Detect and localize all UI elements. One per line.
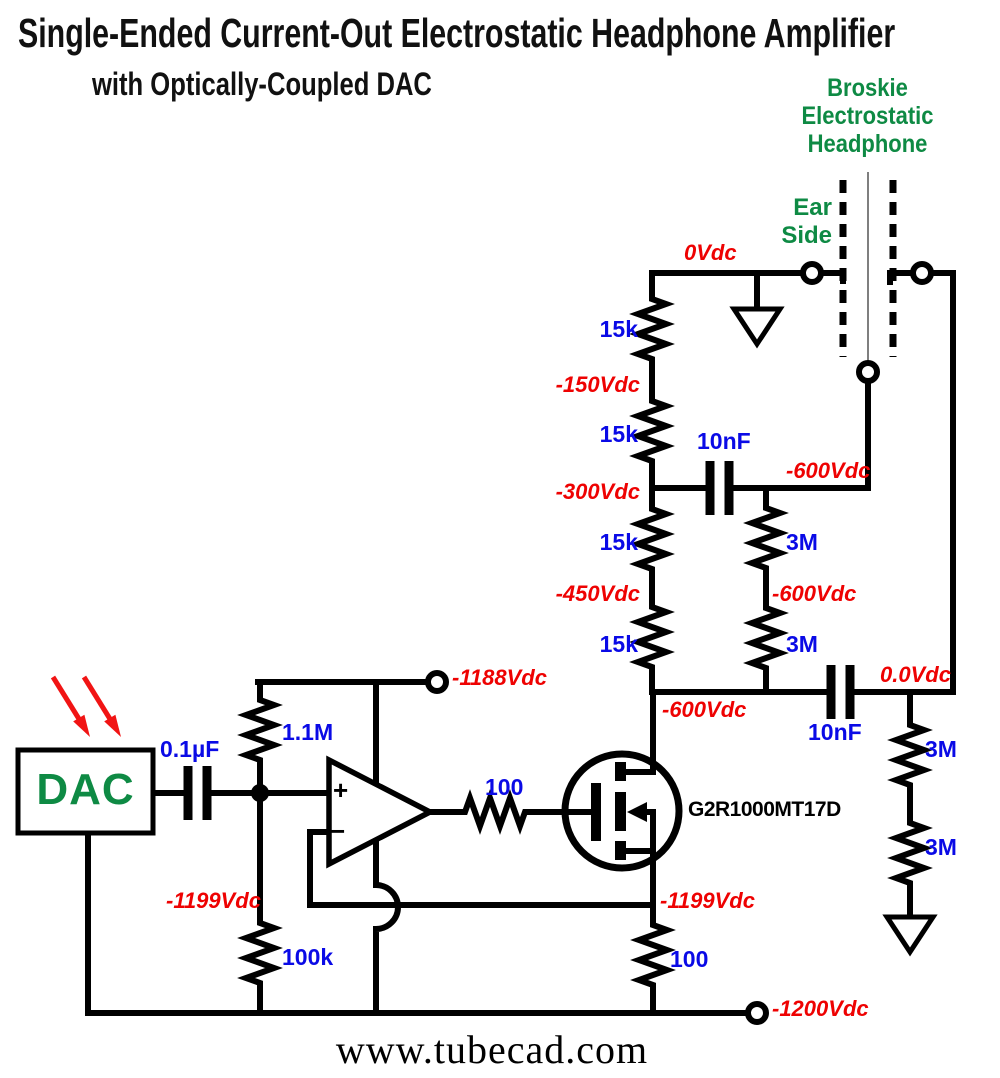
cap-01uf-input <box>183 766 212 820</box>
opamp-minus-input: − <box>330 816 346 846</box>
value-1m1: 1.1M <box>282 719 334 745</box>
ground-bottom <box>882 914 938 957</box>
page-title: Single-Ended Current-Out Electrostatic H… <box>18 10 896 56</box>
brand-line-3: Headphone <box>807 130 928 158</box>
light-arrow-2 <box>81 675 113 721</box>
dac-label: DAC <box>36 765 135 814</box>
mosfet-body-arrow <box>627 802 647 822</box>
value-15k-3: 15k <box>599 529 638 555</box>
dac-box <box>15 747 156 836</box>
terminals <box>425 261 934 1025</box>
light-arrow-1 <box>50 675 82 721</box>
wire-opamp-vminus-hop <box>373 841 401 1013</box>
resistor-15k-3 <box>638 506 666 576</box>
mosfet-symbol <box>561 692 683 905</box>
wire-right-stator <box>887 270 956 695</box>
ground-top <box>729 306 785 349</box>
wire-bottom-rail <box>85 830 749 1016</box>
voltage-0vdc: 0Vdc <box>684 240 737 265</box>
voltage-450vdc: -450Vdc <box>555 581 640 606</box>
mosfet-source-lead <box>626 809 656 905</box>
terminal-left-stator <box>800 261 824 285</box>
value-100-gate: 100 <box>485 774 524 800</box>
mosfet-channel-mid <box>615 792 626 831</box>
resistor-3m-load-2 <box>896 820 924 890</box>
voltage-600vdc-diaphragm: -600Vdc <box>786 458 871 483</box>
wire-0vdc-rail <box>649 270 846 299</box>
value-3m-bias-2: 3M <box>786 631 818 657</box>
terminal-1188v <box>425 670 449 694</box>
opamp-plus-input: + <box>333 775 349 805</box>
resistor-100-gate <box>462 798 532 826</box>
resistor-15k-1 <box>638 296 666 366</box>
resistor-3m-load-1 <box>896 722 924 792</box>
value-10nf-output: 10nF <box>808 719 862 745</box>
voltage-1199vdc-input: -1199Vdc <box>166 888 261 913</box>
resistor-15k-2 <box>638 398 666 468</box>
value-15k-4: 15k <box>599 631 638 657</box>
terminal-1200v <box>745 1001 769 1025</box>
value-15k-1: 15k <box>599 316 638 342</box>
value-3m-load-1: 3M <box>925 736 957 762</box>
resistors <box>246 296 924 992</box>
voltage-1188vdc: -1188Vdc <box>452 665 547 690</box>
headphone-brand-label: Broskie Electrostatic Headphone <box>782 74 954 158</box>
value-10nf-headphone: 10nF <box>697 428 751 454</box>
cap-10nf-headphone <box>705 461 734 515</box>
voltage-600vdc-mid: -600Vdc <box>772 581 857 606</box>
resistor-1m1 <box>246 697 274 767</box>
voltage-00vdc: 0.0Vdc <box>880 662 951 687</box>
terminal-diaphragm <box>856 360 880 384</box>
ear-side-line-1: Ear <box>793 194 832 221</box>
resistor-100k <box>246 920 274 990</box>
mosfet-gate-bar <box>591 783 601 841</box>
terminal-right-stator <box>910 261 934 285</box>
voltage-300vdc: -300Vdc <box>555 479 640 504</box>
wires <box>85 270 956 1016</box>
light-arrowhead-2 <box>104 714 121 737</box>
value-100-source: 100 <box>670 946 709 972</box>
mosfet-channel-bottom <box>615 841 626 860</box>
junction-dot <box>251 784 269 802</box>
voltage-1200vdc: -1200Vdc <box>772 996 869 1021</box>
ear-side-label: Ear Side <box>781 194 832 250</box>
optical-arrows <box>50 675 121 737</box>
mosfet-part-number: G2R1000MT17D <box>688 798 841 821</box>
voltage-1199vdc-source: -1199Vdc <box>660 888 755 913</box>
cap-10nf-output <box>826 665 855 719</box>
capacitors <box>183 461 855 820</box>
mosfet-channel-top <box>615 762 626 781</box>
value-3m-bias-1: 3M <box>786 529 818 555</box>
wire-feedback <box>307 829 655 908</box>
opamp-triangle <box>326 755 437 869</box>
resistor-15k-4 <box>638 604 666 674</box>
ground-symbols <box>729 306 938 957</box>
value-3m-load-2: 3M <box>925 834 957 860</box>
resistor-3m-bias-2 <box>752 605 780 675</box>
value-15k-2: 15k <box>599 421 638 447</box>
brand-line-2: Electrostatic <box>801 102 934 130</box>
website-url: www.tubecad.com <box>335 1027 649 1072</box>
resistor-100-source <box>639 922 667 992</box>
light-arrowhead-1 <box>73 714 90 737</box>
page-subtitle: with Optically-Coupled DAC <box>92 66 432 102</box>
voltage-600vdc-drain: -600Vdc <box>662 697 747 722</box>
brand-line-1: Broskie <box>827 74 908 102</box>
ear-side-line-2: Side <box>781 222 832 249</box>
resistor-3m-bias-1 <box>752 505 780 575</box>
voltage-150vdc: -150Vdc <box>555 372 640 397</box>
value-100k: 100k <box>282 944 334 970</box>
value-01uf: 0.1µF <box>160 736 220 762</box>
mosfet-drain-lead <box>626 692 656 775</box>
